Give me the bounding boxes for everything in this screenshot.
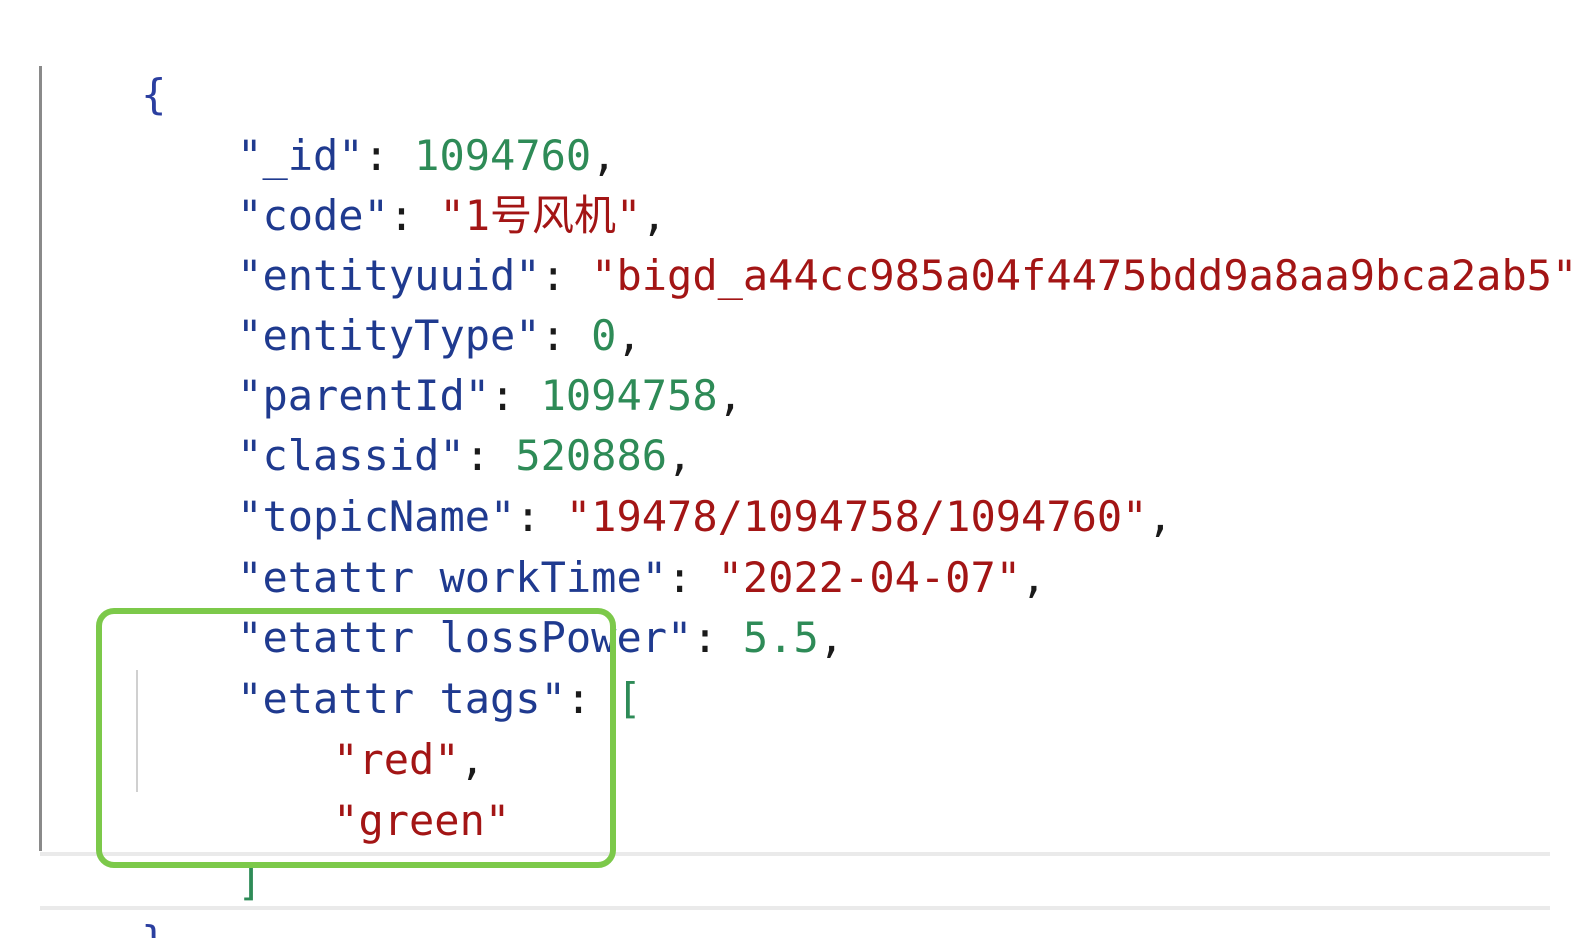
json-key: "entityuuid" [237,251,541,300]
json-field-entityuuid: "entityuuid": "bigd_a44cc985a04f4475bdd9… [136,186,1575,300]
json-field-entitytype: "entityType": 0, [136,246,642,360]
json-colon: : [490,371,541,420]
json-comma: , [818,613,845,662]
json-value: 1094760 [414,131,592,180]
json-colon: : [388,191,440,240]
json-value: "19478/1094758/1094760" [565,492,1148,541]
row-divider [40,852,1550,856]
json-comma: , [459,735,485,784]
json-comma: , [717,371,743,420]
json-key: "etattr lossPower" [237,613,693,662]
json-value: 1094758 [540,371,718,420]
json-key: "code" [237,191,389,240]
json-key: "topicName" [237,492,516,541]
json-field-id: "_id": 1094760, [136,66,616,180]
json-comma: , [591,131,617,180]
json-comma: , [1147,492,1173,541]
json-colon: : [667,553,718,602]
json-key: "entityType" [237,311,541,360]
json-value: "1号风机" [439,191,642,240]
json-field-topicname: "topicName": "19478/1094758/1094760", [136,427,1173,541]
json-colon: : [515,492,566,541]
json-field-parentid: "parentId": 1094758, [136,306,743,420]
json-comma: , [667,431,693,480]
json-key: "_id" [237,131,364,180]
json-field-worktime: "etattr workTime": "2022-04-07", [136,488,1046,602]
json-comma: , [641,191,667,240]
json-colon: : [464,431,516,480]
json-field-classid: "classid": 520886, [136,366,692,480]
json-open-brace-line: { [40,5,166,119]
json-close-brace-line: } [40,852,166,938]
indent-guide-array [136,670,138,792]
json-colon: : [692,613,743,662]
json-value: "bigd_a44cc985a04f4475bdd9a8aa9bca2ab5" [591,251,1575,300]
json-value: 5.5 [742,613,819,662]
json-value: 0 [591,311,617,360]
json-colon: : [363,131,415,180]
json-array-item: "green" [232,731,510,845]
json-key: "etattr tags" [237,674,566,723]
json-colon: : [540,311,592,360]
json-value: "2022-04-07" [717,553,1022,602]
json-colon: : [540,251,592,300]
json-array-value: "green" [333,796,511,845]
json-comma: , [1021,553,1047,602]
json-value: 520886 [515,431,668,480]
json-field-code: "code": "1号风机", [136,126,666,240]
json-comma: , [616,311,642,360]
json-open-bracket: [ [616,674,642,723]
json-open-brace: { [141,70,167,119]
bottom-divider [40,906,1550,910]
json-field-losspower: "etattr lossPower": 5.5, [136,548,844,662]
json-close-brace: } [141,917,166,938]
json-field-tags: "etattr tags": [ [136,609,642,723]
json-array-value: "red" [333,735,460,784]
json-colon: : [565,674,617,723]
json-array-item: "red", [232,670,485,784]
json-key: "classid" [237,431,465,480]
json-key: "parentId" [237,371,491,420]
tags-highlight-box [96,608,616,868]
json-key: "etattr workTime" [237,553,668,602]
indent-guide-root [39,66,42,851]
